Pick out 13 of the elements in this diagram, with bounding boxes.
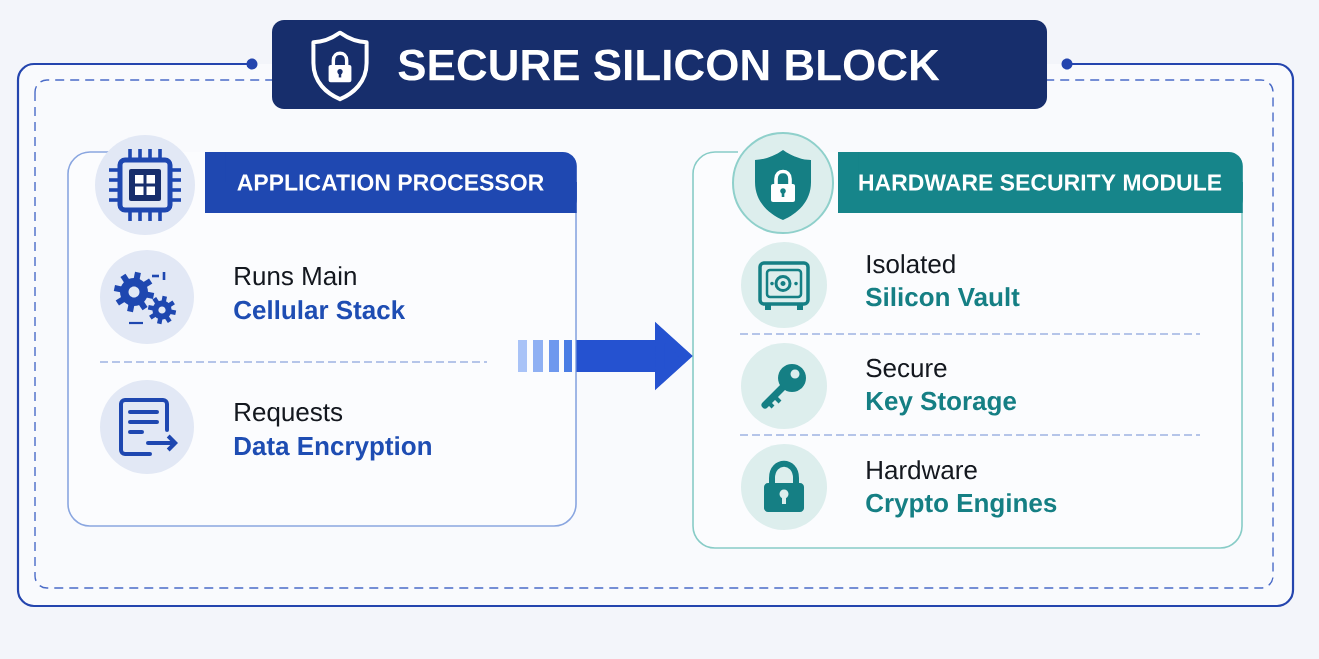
item-subtitle: Crypto Engines [866, 493, 1057, 518]
item-title: Requests [235, 403, 343, 427]
item-title: Runs Main [235, 266, 356, 286]
item-subtitle: Data Encryption [234, 436, 431, 461]
item-subtitle: Key Storage [866, 391, 1016, 416]
item-subtitle: Cellular Stack [234, 300, 406, 320]
item-subtitle: Silicon Vault [865, 287, 1020, 307]
item-title: Hardware [867, 460, 977, 480]
panel-header: APPLICATION PROCESSOR [205, 152, 577, 213]
title-banner: SECURE SILICON BLOCK [272, 20, 1047, 109]
item-title: Secure [866, 358, 947, 378]
item-title: Isolated [867, 254, 955, 274]
panel-header: HARDWARE SECURITY MODULE [838, 152, 1243, 213]
